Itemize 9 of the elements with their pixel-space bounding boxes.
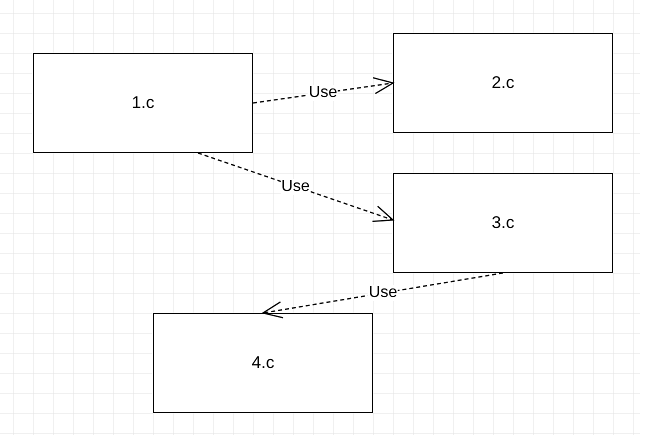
dashed-arrow [262, 272, 504, 318]
process-box: 4.c [153, 313, 373, 413]
edge-label: Use [280, 178, 311, 194]
dashed-arrow [198, 152, 394, 222]
edge-label: Use [308, 85, 338, 101]
edge-label: Use [368, 285, 398, 301]
process-box: 3.c [393, 173, 613, 273]
process-box: 2.c [393, 33, 613, 133]
process-box: 1.c [33, 53, 253, 153]
